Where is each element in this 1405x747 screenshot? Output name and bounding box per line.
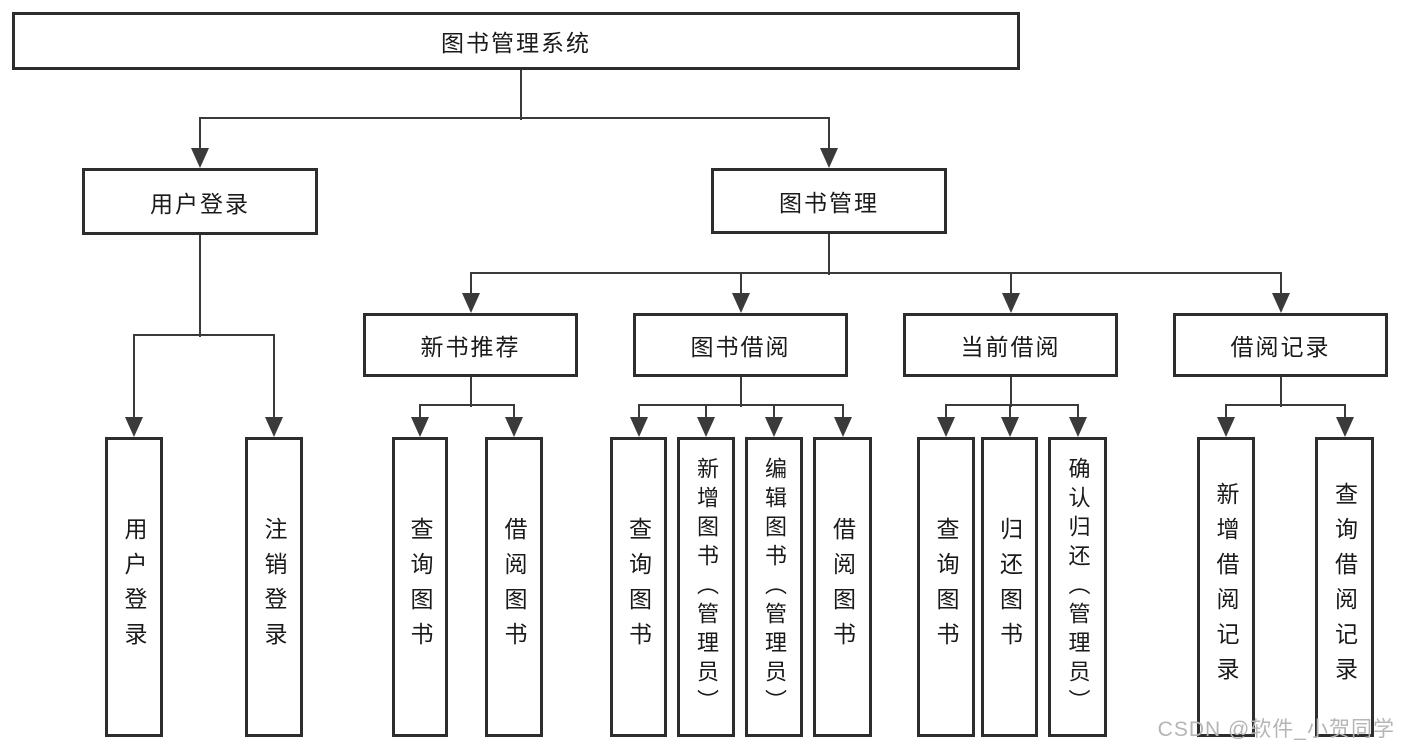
node-library-system: 图书管理系统 xyxy=(12,12,1020,70)
node-query-books-recommend: 查询图书 xyxy=(392,437,448,737)
connector-vline xyxy=(520,70,522,120)
arrow-down-icon xyxy=(1068,417,1087,437)
arrow-down-icon xyxy=(765,417,783,437)
node-confirm-return-admin: 确认归还（管理员） xyxy=(1048,437,1107,737)
node-edit-books-admin: 编辑图书（管理员） xyxy=(745,437,803,737)
node-return-books: 归还图书 xyxy=(981,437,1038,737)
connector-vline xyxy=(773,405,775,419)
node-label: 借阅图书 xyxy=(501,517,527,657)
arrow-down-icon xyxy=(1335,417,1354,437)
arrow-down-icon xyxy=(461,293,480,313)
connector-vline xyxy=(1279,273,1282,295)
node-label: 新增借阅记录 xyxy=(1213,482,1239,692)
node-borrowing-records: 借阅记录 xyxy=(1173,313,1388,377)
node-label: 图书借阅 xyxy=(690,334,791,360)
node-label: 注销登录 xyxy=(261,517,287,657)
connector-vline xyxy=(705,405,707,419)
node-add-books-admin: 新增图书（管理员） xyxy=(677,437,735,737)
connector-vline xyxy=(828,118,830,150)
connector-vline xyxy=(1009,377,1012,407)
connector-vline xyxy=(1279,377,1282,407)
arrow-down-icon xyxy=(505,417,523,437)
connector-vline xyxy=(513,405,515,419)
node-query-borrow-record: 查询借阅记录 xyxy=(1315,437,1374,737)
connector-vline xyxy=(828,234,830,275)
connector-hline xyxy=(133,334,275,336)
node-label: 借阅记录 xyxy=(1230,334,1331,360)
connector-hline xyxy=(945,404,1079,406)
arrow-down-icon xyxy=(1271,293,1290,313)
node-current-borrowing: 当前借阅 xyxy=(903,313,1118,377)
arrow-down-icon xyxy=(125,417,143,437)
connector-vline xyxy=(273,335,275,419)
node-query-books-borrow: 查询图书 xyxy=(610,437,667,737)
node-label: 查询图书 xyxy=(625,517,652,657)
node-label: 借阅图书 xyxy=(829,517,856,657)
connector-vline xyxy=(1008,405,1011,419)
arrow-down-icon xyxy=(1001,293,1020,313)
node-label: 查询借阅记录 xyxy=(1331,482,1358,692)
connector-hline xyxy=(637,404,844,406)
connector-vline xyxy=(469,377,472,407)
node-label: 查询图书 xyxy=(933,517,959,657)
node-borrow-books-recommend: 借阅图书 xyxy=(485,437,543,737)
watermark: CSDN @软件_小贺同学 xyxy=(1157,718,1395,741)
arrow-down-icon xyxy=(820,148,838,168)
connector-vline xyxy=(133,335,135,419)
node-user-login: 用户登录 xyxy=(82,168,318,235)
connector-hline xyxy=(469,272,1282,274)
connector-vline xyxy=(739,377,742,407)
connector-vline xyxy=(419,405,421,419)
node-label: 图书管理 xyxy=(779,190,879,216)
arrow-down-icon xyxy=(1217,417,1235,437)
connector-vline xyxy=(1009,273,1012,295)
connector-vline xyxy=(1076,405,1079,419)
node-label: 编辑图书（管理员） xyxy=(762,456,787,718)
node-user-login-leaf: 用户登录 xyxy=(105,437,163,737)
connector-vline xyxy=(1225,405,1227,419)
node-label: 新书推荐 xyxy=(420,334,521,360)
arrow-down-icon xyxy=(731,293,750,313)
node-label: 归还图书 xyxy=(996,517,1023,657)
arrow-down-icon xyxy=(191,148,209,168)
arrow-down-icon xyxy=(265,417,283,437)
node-book-borrowing: 图书借阅 xyxy=(633,313,848,377)
connector-hline xyxy=(419,404,515,406)
connector-vline xyxy=(199,235,201,337)
arrow-down-icon xyxy=(411,417,429,437)
connector-vline xyxy=(637,405,640,419)
arrow-down-icon xyxy=(833,417,852,437)
arrow-down-icon xyxy=(697,417,715,437)
connector-vline xyxy=(199,118,201,150)
node-logout-leaf: 注销登录 xyxy=(245,437,303,737)
node-new-book-recommend: 新书推荐 xyxy=(363,313,578,377)
node-label: 图书管理系统 xyxy=(441,30,591,56)
node-book-management: 图书管理 xyxy=(711,168,947,234)
connector-vline xyxy=(1343,405,1346,419)
connector-vline xyxy=(469,273,472,295)
node-label: 查询图书 xyxy=(407,517,433,657)
node-label: 新增图书（管理员） xyxy=(694,456,719,718)
node-label: 当前借阅 xyxy=(960,334,1061,360)
node-borrow-books-borrow: 借阅图书 xyxy=(813,437,872,737)
node-add-borrow-record: 新增借阅记录 xyxy=(1197,437,1255,737)
node-label: 确认归还（管理员） xyxy=(1065,456,1091,718)
arrow-down-icon xyxy=(1000,417,1019,437)
node-label: 用户登录 xyxy=(150,190,250,217)
arrow-down-icon xyxy=(937,417,955,437)
arrow-down-icon xyxy=(629,417,648,437)
connector-vline xyxy=(945,405,947,419)
node-label: 用户登录 xyxy=(121,517,147,657)
connector-hline xyxy=(1225,404,1346,406)
node-query-books-current: 查询图书 xyxy=(917,437,975,737)
connector-vline xyxy=(739,273,742,295)
connector-vline xyxy=(841,405,844,419)
connector-hline xyxy=(199,117,830,119)
